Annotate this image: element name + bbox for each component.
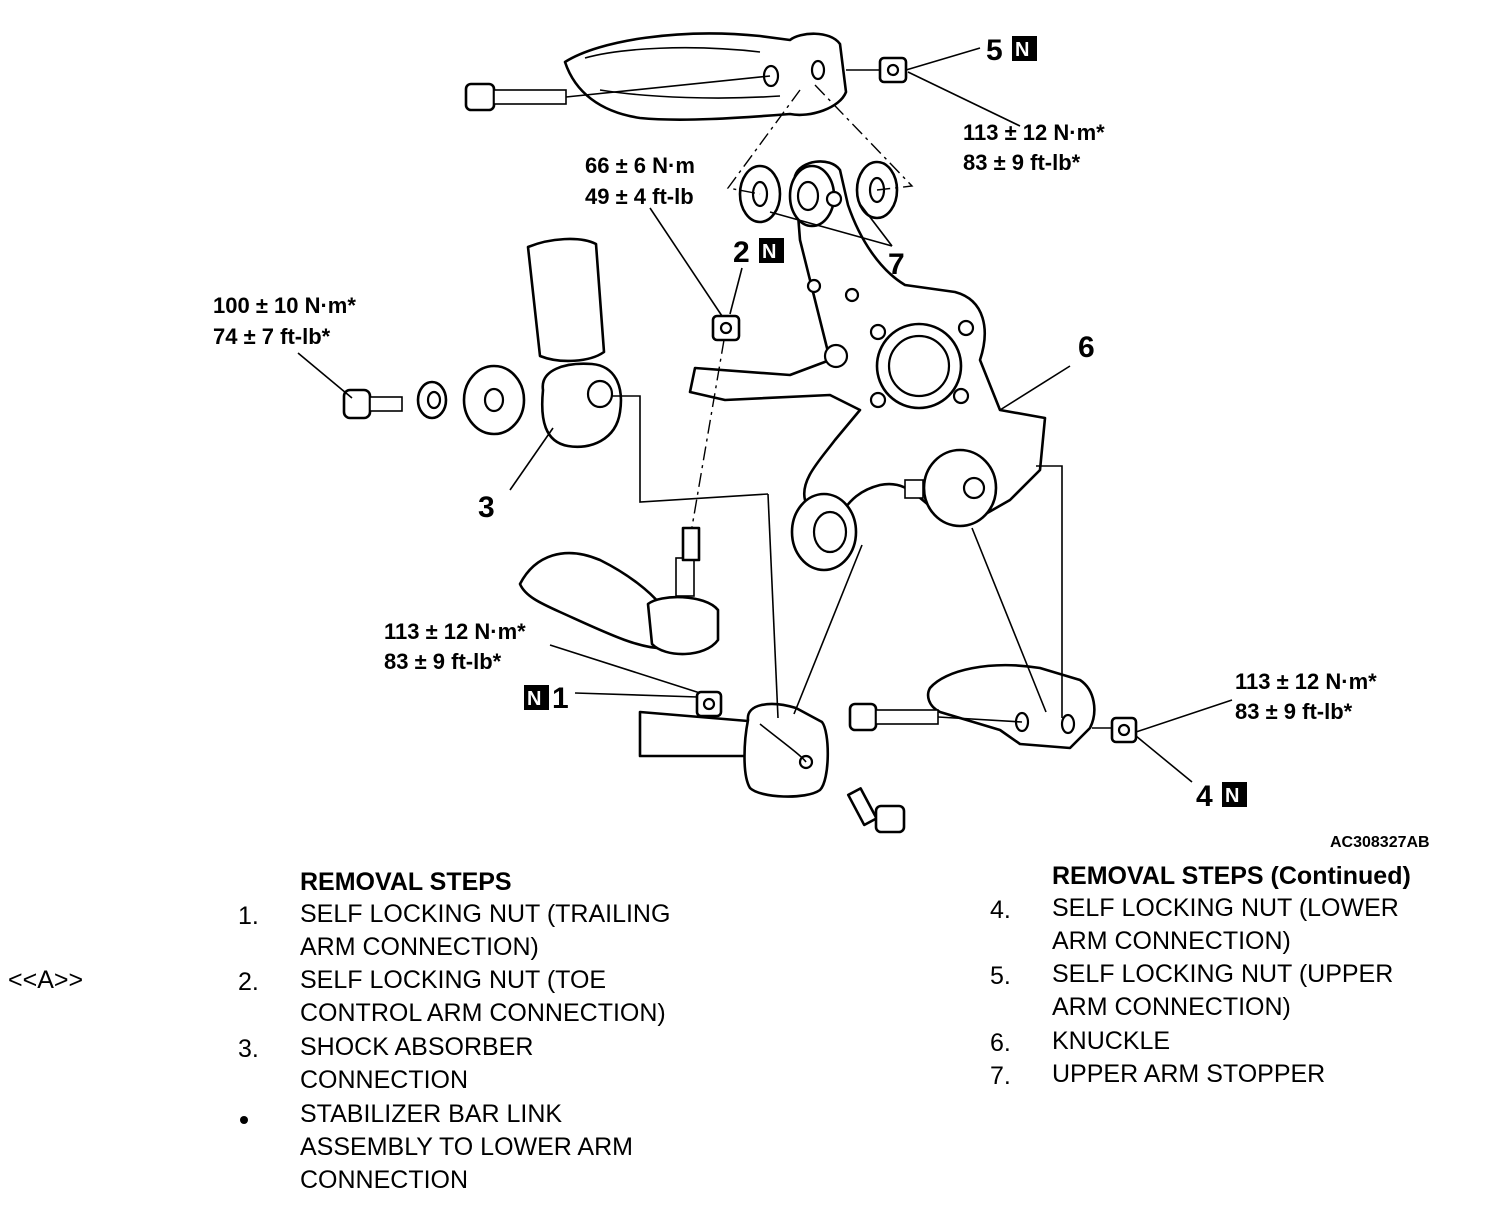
service-marker-a: <<A>>	[8, 966, 84, 994]
lower-arm-bolt	[848, 702, 1023, 732]
trailing-arm	[638, 702, 830, 798]
list-item: SELF LOCKING NUT (UPPER ARM CONNECTION)	[1052, 958, 1393, 1024]
torque-upper-ftlb: 83 ± 9 ft-lb*	[963, 150, 1081, 175]
torque-trailing-ftlb: 83 ± 9 ft-lb*	[384, 649, 502, 674]
callout-6: 6	[1078, 331, 1095, 364]
removal-steps-heading: REMOVAL STEPS	[300, 868, 512, 896]
list-item: SELF LOCKING NUT (TOE CONTROL ARM CONNEC…	[300, 964, 666, 1030]
leader-stopper-b	[859, 203, 893, 247]
upper-arm-bolt	[464, 75, 771, 112]
leader-shock-torque	[297, 352, 353, 399]
callout-7: 7	[888, 248, 905, 281]
upper-arm-stoppers	[726, 84, 914, 224]
step-line: SELF LOCKING NUT (UPPER	[1052, 960, 1394, 988]
upper-arm	[563, 32, 848, 121]
callout-3: 3	[478, 491, 495, 524]
trailing-arm-nut	[695, 690, 723, 718]
knuckle	[688, 160, 1047, 572]
callout-2: 2	[733, 236, 750, 269]
badge-n-1	[524, 685, 549, 710]
step-line: KNUCKLE	[1052, 1027, 1171, 1055]
torque-lower-nm: 113 ± 12 N·m*	[1235, 669, 1377, 694]
leader-upper-torque	[907, 71, 1021, 127]
shock-bolt	[342, 388, 403, 420]
leader-lower-torque	[1135, 699, 1233, 733]
list-item: SHOCK ABSORBER CONNECTION	[300, 1031, 533, 1097]
lower-alignment-a	[1036, 465, 1063, 718]
exploded-suspension-diagram: 113 ± 12 N·m* 83 ± 9 ft-lb* 66 ± 6 N·m 4…	[213, 32, 1377, 834]
badge-n-4	[1222, 782, 1247, 807]
step-line: STABILIZER BAR LINK	[300, 1100, 563, 1128]
badge-n-2	[759, 238, 784, 263]
step-line: SHOCK ABSORBER	[300, 1033, 534, 1061]
step-line: CONNECTION	[300, 1066, 469, 1094]
list-item: KNUCKLE	[1052, 1025, 1170, 1058]
torque-lower-ftlb: 83 ± 9 ft-lb*	[1235, 699, 1353, 724]
badge-n-2-label: N	[762, 241, 776, 263]
list-item: SELF LOCKING NUT (LOWER ARM CONNECTION)	[1052, 892, 1399, 958]
leader-knuckle	[999, 365, 1071, 411]
callout-1: 1	[552, 682, 569, 715]
list-item: SELF LOCKING NUT (TRAILING ARM CONNECTIO…	[300, 898, 670, 964]
lower-arm	[926, 663, 1096, 750]
step-line: UPPER ARM STOPPER	[1052, 1060, 1326, 1088]
step-line: CONTROL ARM CONNECTION)	[300, 999, 666, 1027]
step-number: 6.	[990, 1029, 1011, 1057]
torque-toe-nm: 66 ± 6 N·m	[585, 153, 695, 178]
step-number: 3.	[238, 1035, 259, 1063]
badge-n-1-label: N	[527, 688, 541, 710]
torque-toe-ftlb: 49 ± 4 ft-lb	[585, 184, 694, 209]
callout-4: 4	[1196, 780, 1213, 813]
step-line: ASSEMBLY TO LOWER ARM	[300, 1133, 633, 1161]
leader-shock	[509, 427, 554, 491]
trailing-alignment-b	[793, 544, 863, 715]
step-line: SELF LOCKING NUT (LOWER	[1052, 894, 1399, 922]
shock-washer	[462, 364, 526, 436]
leader-trailing-nut	[574, 692, 699, 698]
shock-alignment-line	[612, 395, 769, 503]
step-number: 5.	[990, 962, 1011, 990]
torque-upper-nm: 113 ± 12 N·m*	[963, 120, 1105, 145]
badge-n-5	[1012, 36, 1037, 61]
lower-alignment-b	[971, 527, 1047, 713]
torque-shock-ftlb: 74 ± 7 ft-lb*	[213, 324, 331, 349]
removal-steps-continued-heading: REMOVAL STEPS (Continued)	[1052, 862, 1411, 890]
step-line: ARM CONNECTION)	[1052, 927, 1291, 955]
callout-5: 5	[986, 34, 1003, 67]
upper-arm-nut	[846, 56, 908, 84]
step-line: ARM CONNECTION)	[1052, 993, 1291, 1021]
shock-bushing	[416, 380, 448, 420]
torque-trailing-nm: 113 ± 12 N·m*	[384, 619, 526, 644]
step-number: 2.	[238, 968, 259, 996]
list-item: UPPER ARM STOPPER	[1052, 1058, 1325, 1091]
list-item: STABILIZER BAR LINK ASSEMBLY TO LOWER AR…	[300, 1098, 633, 1197]
bullet-icon	[240, 1116, 248, 1124]
diagram-reference-code: AC308327AB	[1330, 834, 1430, 851]
step-number: 4.	[990, 896, 1011, 924]
leader-upper-nut	[905, 47, 981, 71]
leader-lower-nut	[1135, 735, 1193, 783]
trailing-arm-bolt	[846, 787, 906, 834]
step-line: CONNECTION	[300, 1166, 469, 1194]
step-line: SELF LOCKING NUT (TRAILING	[300, 900, 671, 928]
step-number: 7.	[990, 1062, 1011, 1090]
badge-n-4-label: N	[1225, 785, 1239, 807]
leader-trailing-torque	[549, 644, 701, 694]
step-line: SELF LOCKING NUT (TOE	[300, 966, 607, 994]
toe-control-arm	[518, 526, 720, 656]
badge-n-5-label: N	[1015, 39, 1029, 61]
toe-arm-nut	[649, 207, 743, 528]
shock-absorber	[526, 237, 623, 449]
lower-arm-nut	[1092, 716, 1138, 744]
trailing-alignment-a	[767, 493, 779, 719]
step-line: ARM CONNECTION)	[300, 933, 539, 961]
torque-shock-nm: 100 ± 10 N·m*	[213, 293, 356, 318]
leader-stopper-a	[769, 211, 893, 247]
step-number: 1.	[238, 902, 259, 930]
